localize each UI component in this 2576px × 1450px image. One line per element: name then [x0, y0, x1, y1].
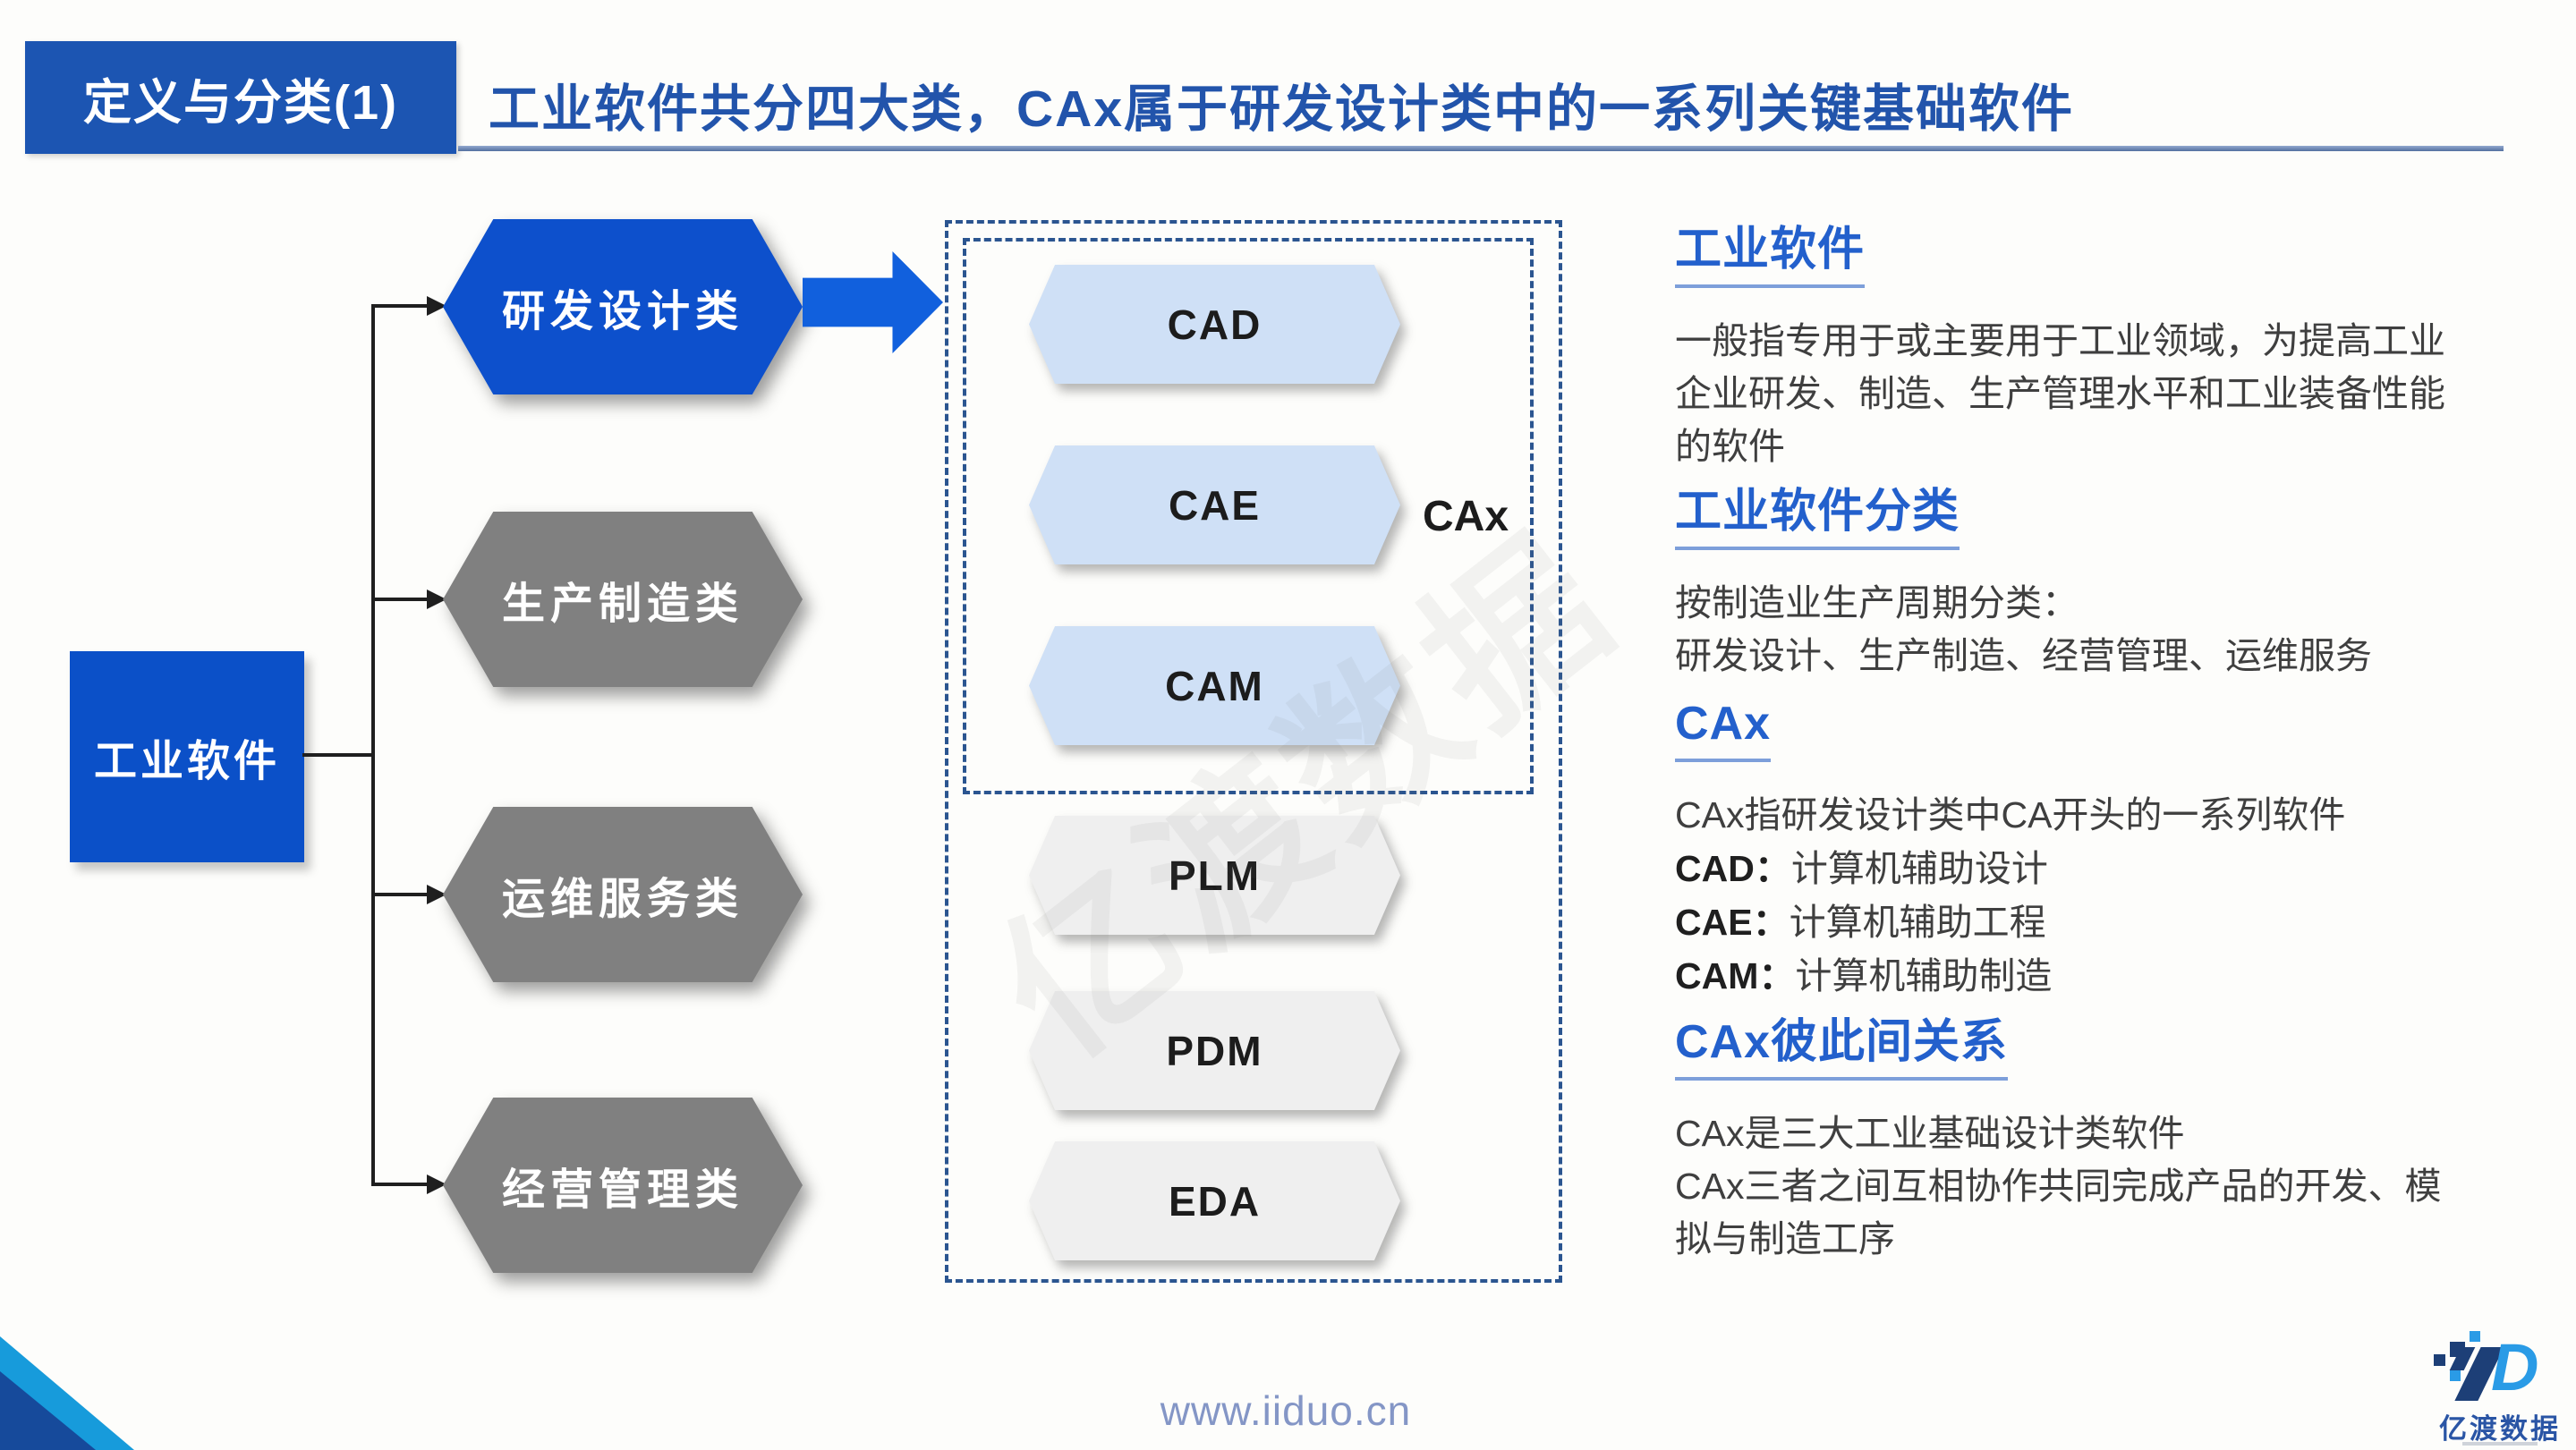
term-desc: 计算机辅助工程 [1789, 902, 2046, 944]
software-label-plm: PLM [1029, 816, 1400, 935]
branch-arrow-icon-3 [427, 885, 446, 904]
company-logo: D 亿渡数据 [2428, 1331, 2572, 1449]
logo-d-letter: D [2491, 1330, 2539, 1404]
software-node-pdm: PDM [1029, 991, 1400, 1110]
category-node-production: 生产制造类 [443, 512, 803, 687]
section-text-line: CAx是三大工业基础设计类软件 [1675, 1113, 2185, 1155]
term-label: CAM： [1675, 955, 1796, 997]
term-line-cae: CAE：计算机辅助工程 [1675, 895, 2570, 949]
section-text-line: 拟与制造工序 [1675, 1218, 1895, 1260]
section-text-line: 的软件 [1675, 426, 1785, 468]
section-cax: CAx CAx指研发设计类中CA开头的一系列软件 CAD：计算机辅助设计 CAE… [1675, 696, 2570, 1003]
section-text-line: 一般指专用于或主要用于工业领域，为提高工业 [1675, 320, 2445, 362]
logo-subtext [2462, 1442, 2538, 1446]
category-node-rd-design: 研发设计类 [443, 219, 803, 394]
category-label-ops-service: 运维服务类 [443, 807, 803, 982]
section-heading: CAx彼此间关系 [1675, 1014, 2009, 1081]
section-text-line: 企业研发、制造、生产管理水平和工业装备性能 [1675, 373, 2445, 415]
software-label-cad: CAD [1029, 265, 1400, 384]
section-cax-relationship: CAx彼此间关系 CAx是三大工业基础设计类软件 CAx三者之间互相协作共同完成… [1675, 1014, 2570, 1266]
section-text-line: CAx三者之间互相协作共同完成产品的开发、模 [1675, 1166, 2442, 1208]
software-label-eda: EDA [1029, 1141, 1400, 1260]
connector-trunk-vertical [371, 304, 375, 1186]
logo-pixel-icon [2470, 1331, 2480, 1342]
connector-root-horizontal [302, 753, 373, 757]
outer-dashed-group [945, 220, 1562, 1283]
term-desc: 计算机辅助设计 [1790, 848, 2048, 890]
cax-group-label: CAx [1423, 493, 1509, 540]
big-arrow-icon [803, 251, 943, 353]
section-industrial-software: 工业软件 一般指专用于或主要用于工业领域，为提高工业 企业研发、制造、生产管理水… [1675, 222, 2570, 473]
root-node-industrial-software: 工业软件 [70, 651, 304, 862]
software-label-cam: CAM [1029, 626, 1400, 745]
category-label-management: 经营管理类 [443, 1098, 803, 1273]
branch-arrow-icon-2 [427, 589, 446, 609]
term-line-cad: CAD：计算机辅助设计 [1675, 842, 2570, 895]
page-title: 工业软件共分四大类，CAx属于研发设计类中的一系列关键基础软件 [489, 81, 2075, 138]
section-heading: CAx [1675, 696, 1772, 763]
branch-arrow-icon-1 [427, 296, 446, 316]
category-label-production: 生产制造类 [443, 512, 803, 687]
section-software-classification: 工业软件分类 按制造业生产周期分类： 研发设计、生产制造、经营管理、运维服务 [1675, 484, 2570, 683]
software-node-plm: PLM [1029, 816, 1400, 935]
term-line-cam: CAM：计算机辅助制造 [1675, 949, 2570, 1003]
branch-line-1 [373, 304, 429, 308]
section-text-line: CAx指研发设计类中CA开头的一系列软件 [1675, 794, 2346, 836]
software-label-cae: CAE [1029, 445, 1400, 564]
logo-pixel-icon [2434, 1354, 2445, 1366]
logo-company-name: 亿渡数据 [2439, 1413, 2561, 1445]
header-badge: 定义与分类(1) [25, 41, 456, 154]
software-label-pdm: PDM [1029, 991, 1400, 1110]
category-node-ops-service: 运维服务类 [443, 807, 803, 982]
section-heading: 工业软件分类 [1675, 484, 1960, 551]
website-url: www.iiduo.cn [1160, 1387, 1412, 1434]
term-desc: 计算机辅助制造 [1795, 955, 2053, 997]
branch-line-3 [373, 893, 429, 896]
header-underline [458, 146, 2504, 151]
category-node-management: 经营管理类 [443, 1098, 803, 1273]
section-heading: 工业软件 [1675, 222, 1866, 289]
software-node-cam: CAM [1029, 626, 1400, 745]
branch-line-4 [373, 1183, 429, 1186]
cax-dashed-group [963, 238, 1534, 794]
logo-pixel-icon [2450, 1370, 2461, 1381]
section-text-line: 研发设计、生产制造、经营管理、运维服务 [1675, 635, 2372, 677]
category-label-rd-design: 研发设计类 [443, 219, 803, 394]
software-node-eda: EDA [1029, 1141, 1400, 1260]
branch-arrow-icon-4 [427, 1174, 446, 1194]
term-label: CAD： [1675, 848, 1791, 890]
section-text-line: 按制造业生产周期分类： [1675, 582, 2079, 624]
term-label: CAE： [1675, 902, 1790, 944]
software-node-cad: CAD [1029, 265, 1400, 384]
branch-line-2 [373, 598, 429, 601]
software-node-cae: CAE [1029, 445, 1400, 564]
